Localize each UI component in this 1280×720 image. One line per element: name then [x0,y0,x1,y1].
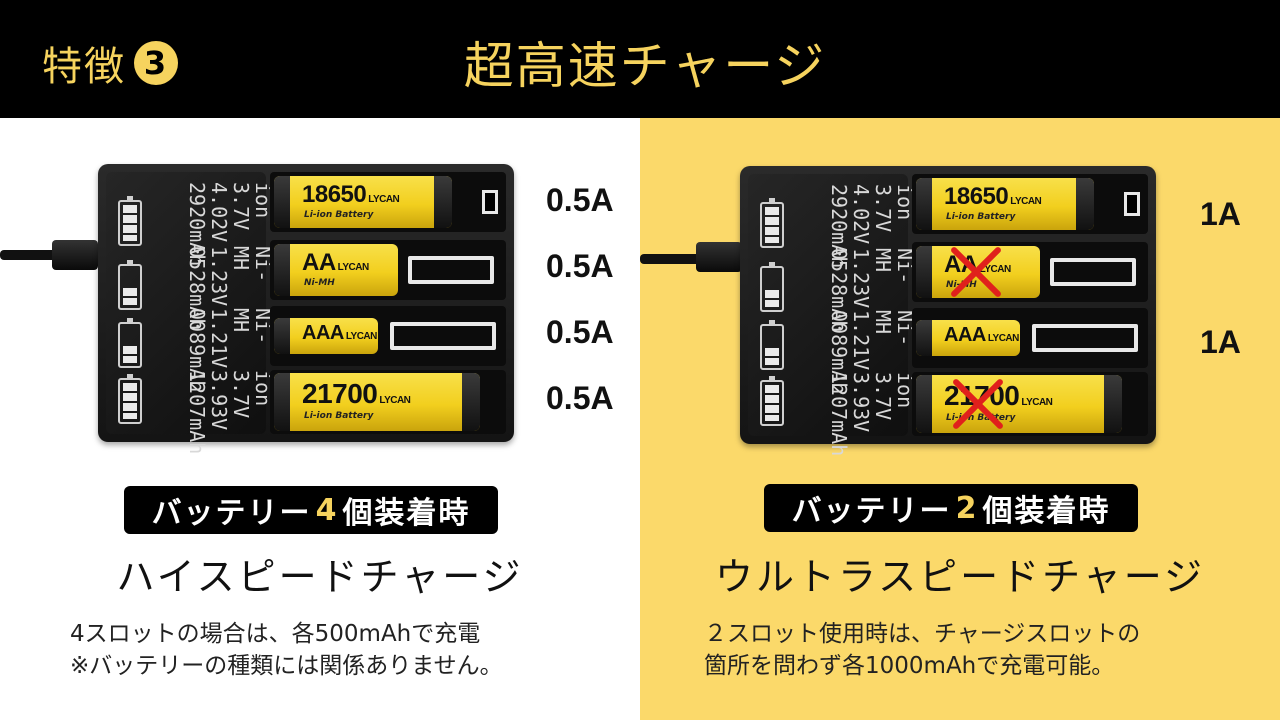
battery-level-icon [118,374,142,424]
battery-level-icon [760,376,784,426]
description-line-1: 4スロットの場合は、各500mAhで充電 [70,621,481,647]
description: 4スロットの場合は、各500mAhで充電 ※バッテリーの種類には関係ありません。 [70,618,610,682]
description-line-1: ２スロット使用時は、チャージスロットの [704,621,1141,647]
speed-title: ウルトラスピードチャージ [714,555,1206,599]
slot-contact [390,322,496,350]
feature-badge: 特徴 3 [42,34,178,92]
feature-label: 特徴 [42,44,126,90]
battery-level-icon [760,320,784,370]
usb-plug [52,240,98,270]
lcd-readout-3: Ni-MH 1.21V 0089mAh [185,308,275,393]
description-line-2: ※バッテリーの種類には関係ありません。 [70,653,503,679]
cross-mark-icon [946,242,1006,302]
lcd-readout-4: Li-ion 3.7V 3.93V 1207mAh [827,372,939,457]
left-panel: Li-ion 3.7V 4.02V 2920mAh Ni-MH 1.23V 05… [0,118,640,720]
current-slot-2: 0.5A [546,248,614,284]
current-slot-4: 0.5A [546,380,614,416]
slot-contact [1124,192,1140,216]
header-bar: 特徴 3 超高速チャージ [0,0,1280,118]
charger-2-slots: Li-ion 3.7V 4.02V 2920mAh Ni-MH 1.23V 05… [740,166,1156,456]
battery-level-icon [118,196,142,246]
slot-contact [408,256,494,284]
battery-level-icon [760,198,784,248]
cross-mark-icon [948,374,1008,434]
current-slot-3: 1A [1200,324,1241,360]
feature-number: 3 [134,41,178,85]
battery-level-icon [118,260,142,310]
battery-level-icon [760,262,784,312]
current-slot-1: 0.5A [546,182,614,218]
speed-title: ハイスピードチャージ [116,555,524,599]
usb-cable [0,250,60,260]
page-title: 超高速チャージ [463,37,827,95]
description-line-2: 箇所を問わず各1000mAhで充電可能。 [704,653,1115,679]
current-slot-3: 0.5A [546,314,614,350]
right-panel: Li-ion 3.7V 4.02V 2920mAh Ni-MH 1.23V 05… [640,118,1280,720]
lcd-readout-2: Ni-MH 1.23V 0528mAh [185,246,275,331]
slot-contact [1032,324,1138,352]
usb-plug [696,242,742,272]
lcd-readout-3: Ni-MH 1.21V 0089mAh [827,310,917,395]
battery-level-icon [118,318,142,368]
lcd-display: Li-ion 3.7V 4.02V 2920mAh Ni-MH 1.23V 05… [748,174,939,456]
usb-cable [640,254,702,264]
charger-4-slots: Li-ion 3.7V 4.02V 2920mAh Ni-MH 1.23V 05… [98,164,514,454]
current-slot-1: 1A [1200,196,1241,232]
slot-contact [482,190,498,214]
lcd-readout-2: Ni-MH 1.23V 0528mAh [827,248,917,333]
slot-contact [1050,258,1136,286]
description: ２スロット使用時は、チャージスロットの 箇所を問わず各1000mAhで充電可能。 [704,618,1264,682]
lcd-display: Li-ion 3.7V 4.02V 2920mAh Ni-MH 1.23V 05… [106,172,297,454]
